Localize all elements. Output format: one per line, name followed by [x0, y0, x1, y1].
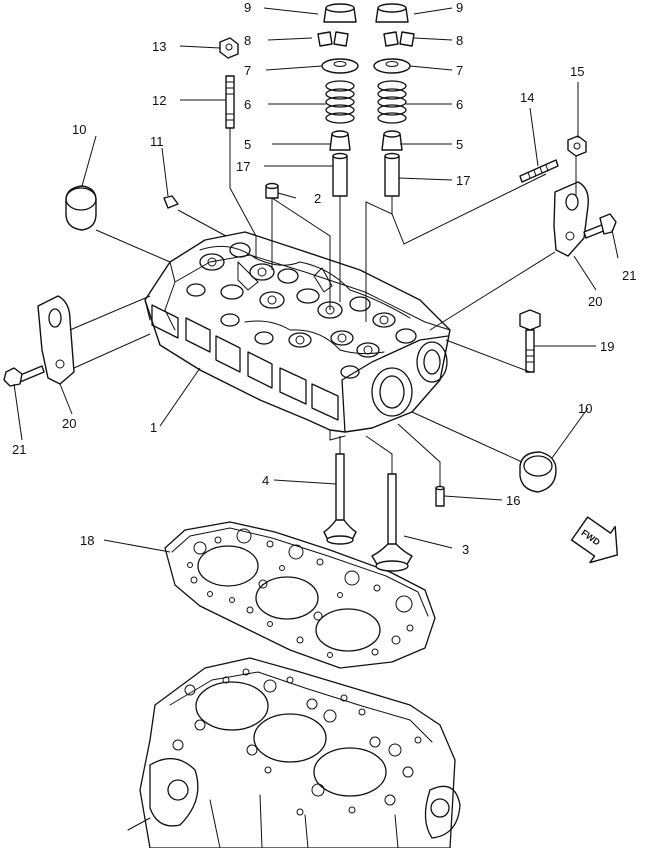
expansion-plug-left [65, 185, 97, 231]
valve-guide-left [332, 152, 348, 197]
valve-spring-right [377, 80, 407, 124]
callout-8-right: 8 [456, 33, 463, 48]
valve-cap-right [375, 3, 409, 23]
callout-17-right: 17 [456, 173, 470, 188]
bracket-bolt-right [583, 213, 617, 239]
callout-9-left: 9 [244, 0, 251, 15]
callout-1: 1 [150, 420, 157, 435]
callout-17-left: 17 [236, 159, 250, 174]
cylinder-head [144, 231, 451, 441]
callout-4: 4 [262, 473, 269, 488]
stud-bolt [519, 159, 559, 183]
callout-19: 19 [600, 339, 614, 354]
callout-10-left: 10 [72, 122, 86, 137]
callout-5-right: 5 [456, 137, 463, 152]
bolt [519, 309, 541, 373]
plug [163, 195, 179, 209]
callout-6-left: 6 [244, 97, 251, 112]
part-callouts: 9 9 8 8 7 7 6 6 5 5 17 17 13 12 11 10 2 … [12, 0, 636, 557]
expansion-plug-right [519, 451, 557, 493]
callout-5-left: 5 [244, 137, 251, 152]
callout-14: 14 [520, 90, 534, 105]
callout-7-right: 7 [456, 63, 463, 78]
spring-retainer-left [321, 58, 359, 74]
callout-7-left: 7 [244, 63, 251, 78]
valve-stem-seal-left [329, 130, 351, 151]
valve-collet-right [383, 31, 415, 47]
head-gasket [164, 521, 436, 669]
cap-nut [265, 182, 279, 199]
leader-lines [13, 7, 619, 553]
valve-cap-left [323, 3, 357, 23]
callout-18: 18 [80, 533, 94, 548]
lifting-bracket-left [37, 295, 75, 385]
valve-spring-left [325, 80, 355, 124]
callout-13: 13 [152, 39, 166, 54]
callout-16: 16 [506, 493, 520, 508]
valve-stem-seal-right [381, 130, 403, 151]
callout-11: 11 [150, 134, 164, 149]
callout-20-left: 20 [62, 416, 76, 431]
bracket-bolt-left [3, 365, 45, 387]
callout-8-left: 8 [244, 33, 251, 48]
engine-block [127, 657, 461, 848]
callout-21-right: 21 [622, 268, 636, 283]
nut-top [219, 37, 239, 59]
exhaust-valve [371, 473, 413, 572]
valve-collet-left [317, 31, 349, 47]
callout-20-right: 20 [588, 294, 602, 309]
callout-15: 15 [570, 64, 584, 79]
callout-6-right: 6 [456, 97, 463, 112]
callout-21-left: 21 [12, 442, 26, 457]
stud [225, 75, 235, 129]
dowel-pin [435, 485, 445, 507]
fwd-arrow-icon: FWD [570, 516, 618, 564]
callout-10-right: 10 [578, 401, 592, 416]
callout-3: 3 [462, 542, 469, 557]
valve-guide-right [384, 152, 400, 197]
nut-right [567, 135, 587, 157]
spring-retainer-right [373, 58, 411, 74]
callout-12: 12 [152, 93, 166, 108]
intake-valve [323, 453, 357, 545]
lifting-bracket-right [553, 181, 589, 257]
callout-2: 2 [314, 191, 321, 206]
callout-9-right: 9 [456, 0, 463, 15]
